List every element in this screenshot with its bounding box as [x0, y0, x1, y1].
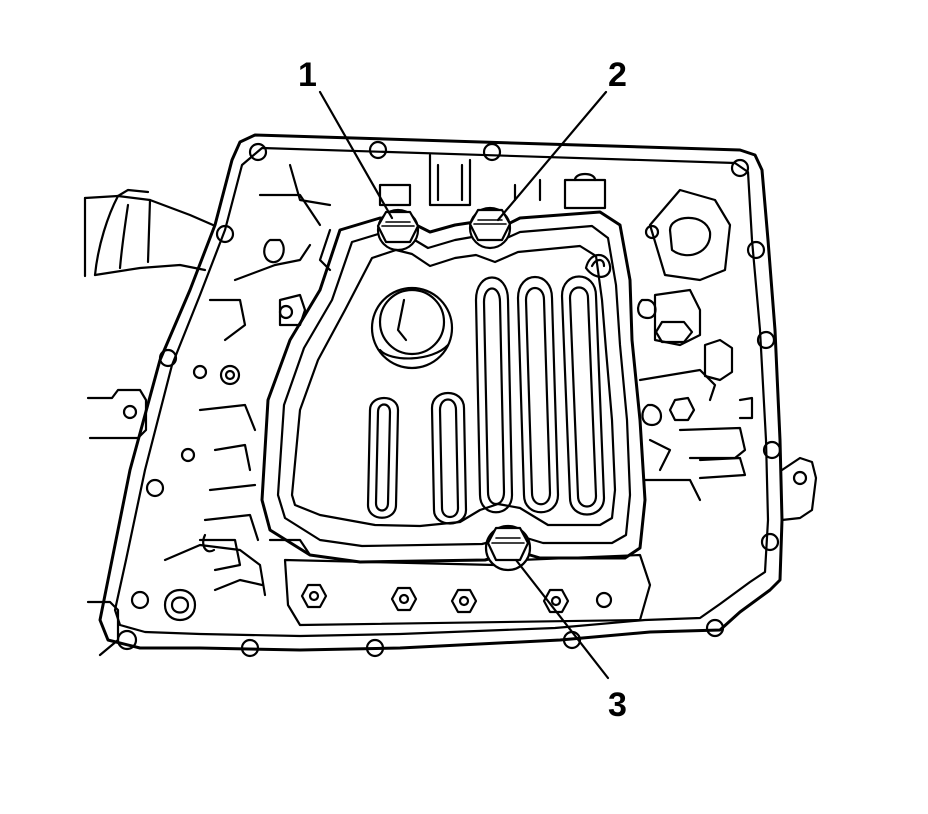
bolt-3	[484, 524, 532, 572]
leader-line-3	[514, 558, 610, 680]
leader-line-1	[318, 90, 394, 220]
callout-label-1: 1	[298, 56, 317, 94]
leader-line-2	[496, 90, 608, 222]
valve-body-upper	[233, 153, 607, 282]
bolt-1	[376, 208, 420, 252]
right-bracket	[780, 456, 818, 522]
case-flange	[98, 133, 784, 658]
callout-label-3: 3	[608, 686, 627, 724]
valve-body-left	[163, 293, 312, 621]
filter-ribs	[366, 275, 606, 525]
callout-label-2: 2	[608, 56, 627, 94]
left-shaft	[83, 188, 215, 278]
lower-plate	[283, 553, 652, 627]
callout-leaders	[318, 90, 610, 680]
filter-assembly	[260, 210, 647, 564]
callout-labels: 1 2 3	[298, 56, 627, 724]
valve-body-right	[636, 188, 754, 502]
